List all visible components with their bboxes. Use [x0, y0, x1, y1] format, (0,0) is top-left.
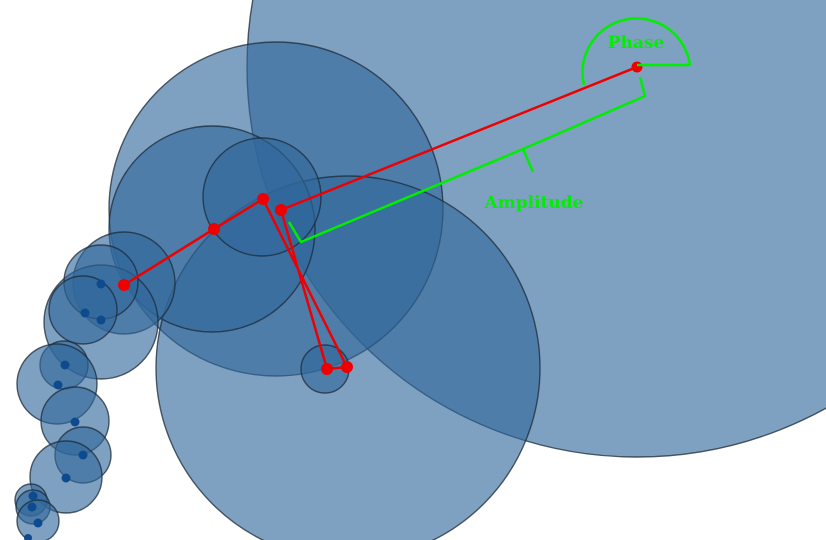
center-dot [78, 450, 88, 460]
center-dot [70, 417, 80, 427]
vector-joint [208, 223, 220, 235]
center-dot [27, 502, 37, 512]
annotations: Phase Amplitude [287, 17, 692, 244]
vector-joint [341, 361, 353, 373]
center-dot [61, 473, 71, 483]
phase-arc-icon [581, 17, 692, 86]
center-dot [96, 279, 106, 289]
center-dot [33, 518, 43, 528]
center-dot [28, 491, 38, 501]
amplitude-brace-icon [287, 76, 647, 244]
center-dot [96, 315, 106, 325]
epicycle-circles [14, 0, 826, 540]
vector-joint [118, 279, 130, 291]
vector-joint [257, 193, 269, 205]
center-dot [53, 380, 63, 390]
center-dot [60, 360, 70, 370]
vector-joint [321, 363, 333, 375]
amplitude-label: Amplitude [484, 193, 584, 213]
vector-joint [275, 204, 287, 216]
center-dot [24, 534, 32, 540]
center-dots [24, 279, 106, 540]
center-dot [80, 308, 90, 318]
phase-label: Phase [608, 33, 665, 53]
vector-joint [631, 61, 643, 73]
